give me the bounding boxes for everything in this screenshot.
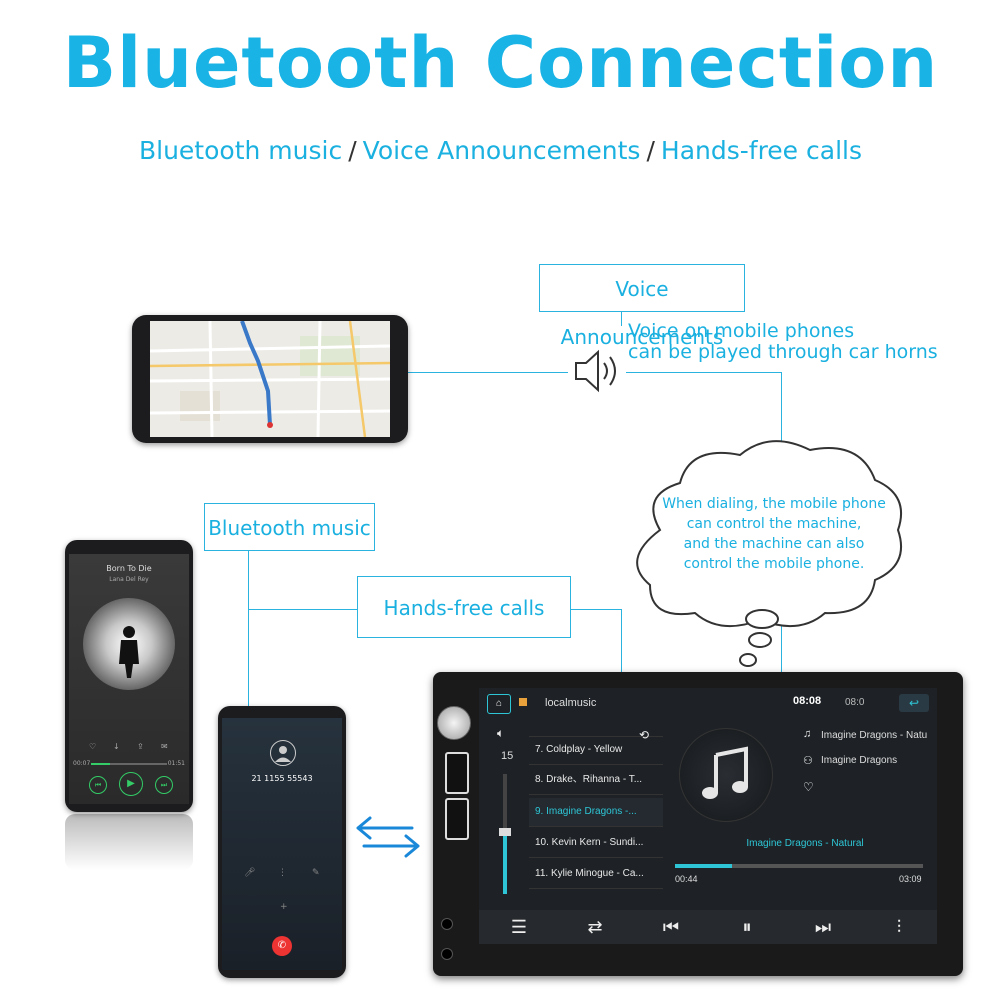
song-title: Born To Die bbox=[106, 564, 152, 573]
subtitle-bluetooth-music: Bluetooth music bbox=[138, 136, 343, 165]
speaker-icon bbox=[570, 345, 626, 401]
cloud-text: When dialing, the mobile phone can contr… bbox=[648, 494, 900, 574]
repeat-icon[interactable]: ⟲ bbox=[639, 728, 650, 742]
prev-button[interactable]: ⏮ bbox=[89, 776, 107, 794]
track-item[interactable]: 11. Kylie Minogue - Ca... bbox=[529, 860, 663, 889]
usb-port[interactable] bbox=[445, 798, 469, 840]
map-screen bbox=[150, 321, 390, 437]
bluetooth-music-label: Bluetooth music bbox=[204, 503, 375, 551]
music-note-icon bbox=[702, 746, 748, 799]
next-button[interactable]: ⏭ bbox=[155, 776, 173, 794]
volume-value: 15 bbox=[501, 750, 514, 762]
play-button[interactable]: ▶ bbox=[119, 772, 143, 796]
progress-track[interactable] bbox=[675, 864, 923, 868]
figure-icon bbox=[119, 626, 139, 678]
record-icon[interactable]: ✎ bbox=[312, 868, 320, 878]
music-phone-reflection bbox=[65, 814, 193, 870]
avatar bbox=[270, 740, 296, 766]
track-item[interactable]: 9. Imagine Dragons -... bbox=[529, 798, 663, 827]
now-playing-artist: Imagine Dragons bbox=[821, 755, 898, 766]
person-icon bbox=[275, 746, 291, 762]
subtitle-hands-free: Hands-free calls bbox=[660, 136, 862, 165]
pause-button[interactable]: ⏸ bbox=[742, 917, 752, 937]
track-item[interactable]: 7. Coldplay - Yellow bbox=[529, 736, 663, 765]
connector-line bbox=[626, 372, 782, 373]
bidirectional-arrow-icon bbox=[352, 814, 424, 864]
voice-desc-line2: can be played through car horns bbox=[628, 341, 938, 363]
phone-number: 21 1155 55543 bbox=[251, 774, 313, 783]
playlist-button[interactable]: ☰ bbox=[510, 917, 528, 937]
time-total: 01:51 bbox=[167, 760, 185, 767]
hands-free-label: Hands-free calls bbox=[357, 576, 571, 638]
head-unit-screen: ⌂ localmusic 08:08 08:0 ↩ 🔈︎ 15 Coldplay… bbox=[479, 688, 937, 944]
subtitle-separator: / bbox=[646, 136, 655, 165]
comment-icon[interactable]: ✉ bbox=[161, 742, 168, 751]
song-icon: ♫ bbox=[803, 728, 812, 740]
equalizer-button[interactable]: ⫶ bbox=[896, 917, 902, 937]
connector-line bbox=[248, 609, 358, 610]
keypad-icon[interactable]: ⋮ bbox=[278, 868, 287, 878]
aux-jack[interactable] bbox=[441, 918, 453, 930]
aux-jack[interactable] bbox=[441, 948, 453, 960]
album-art bbox=[83, 598, 175, 690]
progress-bar[interactable] bbox=[91, 763, 167, 765]
voice-announcements-label: Voice Announcements bbox=[539, 264, 745, 349]
volume-slider[interactable] bbox=[499, 774, 511, 894]
time-elapsed: 00:07 bbox=[73, 760, 91, 767]
now-playing-title: Imagine Dragons - Natural bbox=[746, 838, 864, 849]
map-phone bbox=[132, 315, 408, 443]
source-label: localmusic bbox=[545, 697, 597, 709]
share-icon[interactable]: ⇪ bbox=[137, 742, 144, 751]
song-artist: Lana Del Rey bbox=[109, 576, 149, 583]
connector-line bbox=[621, 609, 622, 672]
album-art-placeholder bbox=[679, 728, 773, 822]
track-list: Coldplay - Everglow 7. Coldplay - Yellow… bbox=[529, 726, 663, 902]
track-item[interactable]: 10. Kevin Kern - Sundi... bbox=[529, 829, 663, 858]
subtitle-separator: / bbox=[348, 136, 357, 165]
usb-port[interactable] bbox=[445, 752, 469, 794]
subtitle-voice: Voice Announcements bbox=[362, 136, 641, 165]
cloud-line: control the mobile phone. bbox=[683, 556, 865, 572]
hangup-button[interactable]: ✆ bbox=[272, 936, 292, 956]
music-phone-screen: Born To Die Lana Del Rey ♡ ↓ ⇪ ✉ 00:07 0… bbox=[69, 554, 189, 804]
connector-line bbox=[408, 372, 568, 373]
next-button[interactable]: ⏭ bbox=[814, 917, 832, 937]
favorite-icon[interactable]: ♡ bbox=[803, 780, 814, 794]
add-call-icon[interactable]: + bbox=[280, 902, 288, 912]
track-item[interactable]: 8. Drake、Rihanna - T... bbox=[529, 766, 663, 795]
mute-icon[interactable]: 🎤︎ bbox=[244, 868, 256, 878]
clock-small: 08:0 bbox=[845, 697, 865, 708]
progress-fill bbox=[675, 864, 733, 868]
cloud-line: can control the machine, bbox=[686, 516, 862, 532]
subtitle: Bluetooth music/Voice Announcements/Hand… bbox=[0, 136, 1001, 165]
car-head-unit: ⌂ localmusic 08:08 08:0 ↩ 🔈︎ 15 Coldplay… bbox=[433, 672, 963, 976]
call-phone: 21 1155 55543 🎤︎ ⋮ ✎ + ✆ bbox=[218, 706, 346, 978]
volume-knob[interactable] bbox=[437, 706, 471, 740]
thought-cloud bbox=[620, 435, 910, 675]
control-bar bbox=[479, 910, 937, 944]
music-phone: Born To Die Lana Del Rey ♡ ↓ ⇪ ✉ 00:07 0… bbox=[65, 540, 193, 812]
artist-icon: ⚇ bbox=[803, 755, 813, 767]
music-source-icon bbox=[519, 698, 527, 706]
connector-line bbox=[621, 312, 622, 326]
cloud-line: When dialing, the mobile phone bbox=[662, 496, 886, 512]
page-title: Bluetooth Connection bbox=[62, 22, 939, 104]
download-icon[interactable]: ↓ bbox=[113, 742, 120, 751]
clock: 08:08 bbox=[793, 695, 822, 707]
back-button[interactable]: ↩ bbox=[899, 694, 929, 712]
cloud-line: and the machine can also bbox=[683, 536, 865, 552]
voice-desc-line1: Voice on mobile phones bbox=[628, 320, 855, 342]
elapsed-time: 00:44 bbox=[675, 874, 698, 884]
now-playing-song: Imagine Dragons - Natu bbox=[821, 730, 928, 741]
home-button[interactable]: ⌂ bbox=[487, 694, 511, 714]
previous-button[interactable]: ⏮ bbox=[662, 917, 680, 937]
call-phone-screen: 21 1155 55543 🎤︎ ⋮ ✎ + ✆ bbox=[222, 718, 342, 970]
duration-time: 03:09 bbox=[899, 874, 922, 884]
heart-icon[interactable]: ♡ bbox=[89, 742, 97, 751]
voice-description: Voice on mobile phones can be played thr… bbox=[628, 321, 938, 363]
repeat-button[interactable]: ⇄ bbox=[587, 917, 603, 937]
connector-line bbox=[571, 609, 621, 610]
track-item[interactable]: Coldplay - Everglow bbox=[529, 726, 663, 737]
volume-icon: 🔈︎ bbox=[497, 726, 505, 740]
